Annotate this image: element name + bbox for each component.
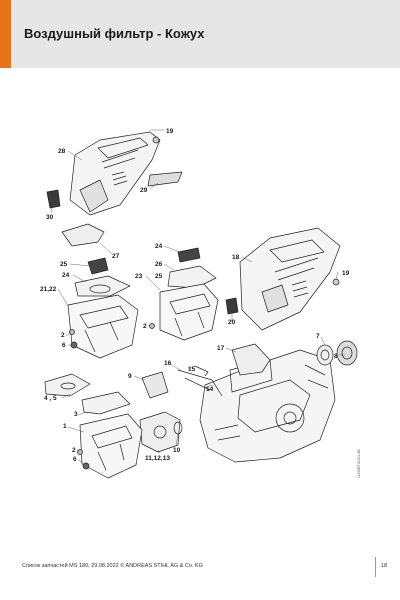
callout-16: 16: [164, 360, 172, 367]
callout-29: 29: [140, 187, 148, 194]
callout-6: 6: [73, 456, 77, 463]
footer-divider: [375, 557, 376, 577]
shroud-cover-part: [69, 131, 161, 216]
bearing-part: [316, 344, 334, 366]
callout-9: 9: [128, 373, 132, 380]
callout-4-5: 4 , 5: [44, 395, 57, 402]
callout-2: 2: [61, 332, 65, 339]
drawing-code: 11293ET01101-B0: [357, 449, 361, 478]
callout-11-12-13: 11,12,13: [145, 455, 170, 462]
callout-28: 28: [58, 148, 66, 155]
callout-20: 20: [228, 319, 236, 326]
callout-26: 26: [155, 261, 163, 268]
callout-19: 19: [166, 128, 174, 135]
callout-24: 24: [62, 272, 70, 279]
callout-1: 1: [63, 423, 67, 430]
crankcase-part: [199, 349, 336, 463]
left-filter-assembly: [61, 223, 139, 359]
lower-filter-assembly: [44, 373, 143, 479]
callout-21-22: 21,22: [40, 286, 57, 293]
callout-24: 24: [155, 243, 163, 250]
callout-7: 7: [316, 333, 320, 340]
throttle-rod-part: [177, 369, 223, 397]
bracket-part: [231, 343, 271, 376]
callout-14: 14: [206, 386, 214, 393]
knob-part: [225, 297, 239, 315]
knob-part: [46, 189, 61, 209]
spring-part: [194, 365, 209, 377]
callout-15: 15: [188, 366, 196, 373]
callout-17: 17: [217, 345, 225, 352]
callout-3: 3: [74, 411, 78, 418]
carburetor-part: [139, 411, 181, 453]
page-title: Воздушный фильтр - Кожух: [24, 26, 205, 41]
footer-copyright: Список запчастей MS 180, 29.08.2022 © AN…: [22, 563, 203, 569]
callout-18: 18: [232, 254, 240, 261]
callout-10: 10: [173, 447, 181, 454]
callout-30: 30: [46, 214, 54, 221]
callout-25: 25: [155, 273, 163, 280]
callout-23: 23: [135, 273, 143, 280]
callout-2: 2: [72, 447, 76, 454]
right-shroud-part: [239, 227, 341, 331]
middle-filter-assembly: [149, 247, 219, 341]
callout-25: 25: [60, 261, 68, 268]
gasket-part: [147, 171, 183, 187]
seal-part: [336, 340, 358, 366]
screw-part: [332, 278, 340, 286]
callout-8: 8: [334, 353, 338, 360]
header-accent-bar: [0, 0, 11, 68]
page-number: 18: [381, 563, 388, 569]
callout-27: 27: [112, 253, 120, 260]
callout-19: 19: [342, 270, 350, 277]
page-header: Воздушный фильтр - Кожух: [0, 0, 400, 68]
callout-2: 2: [143, 323, 147, 330]
intake-flange-part: [141, 371, 169, 399]
screw-part: [152, 136, 160, 144]
callout-6: 6: [62, 342, 66, 349]
